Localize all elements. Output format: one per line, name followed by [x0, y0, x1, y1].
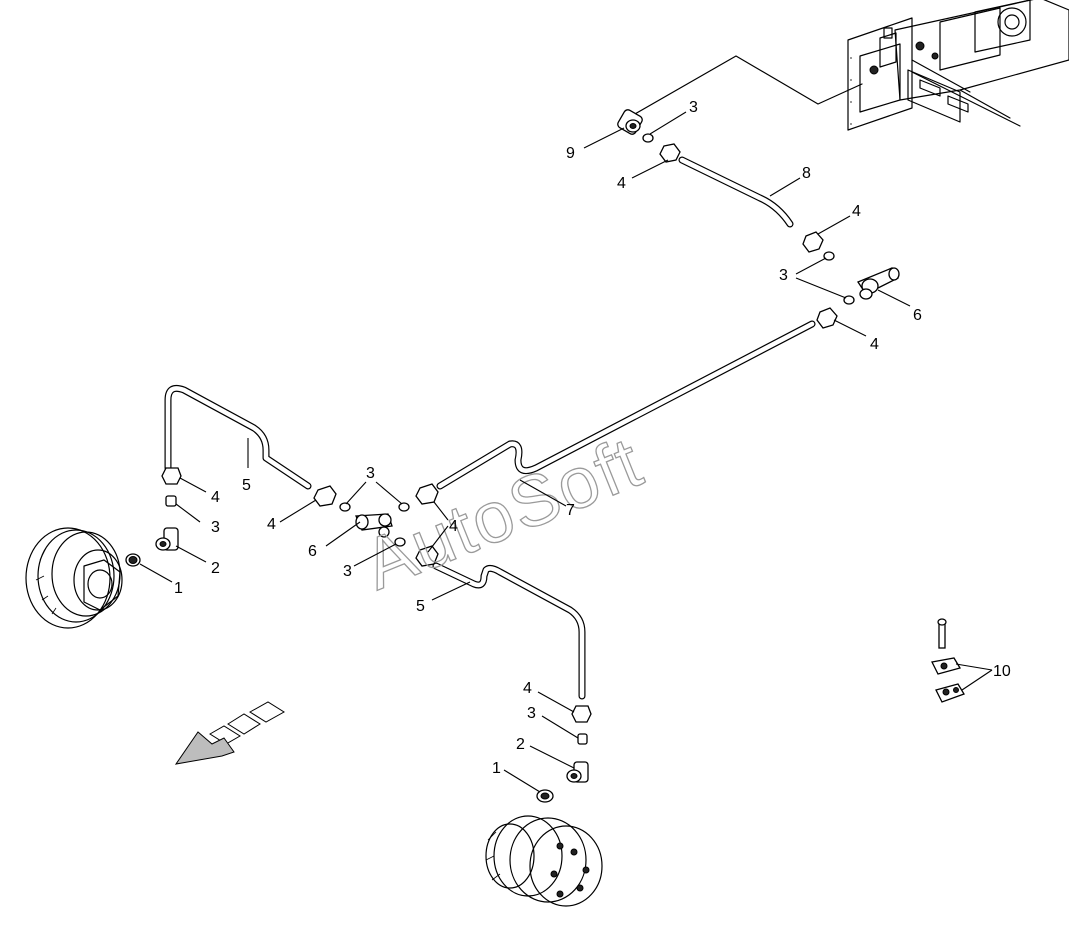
nut-4-right-top [802, 231, 824, 253]
label-3-mid-b: 3 [343, 563, 352, 580]
elbow-fitting-2-low [566, 761, 589, 783]
tee-fitting-6-right [857, 267, 900, 300]
direction-arrow-icon [174, 701, 285, 765]
label-4-left: 4 [211, 489, 220, 506]
seal-3-mid-a [339, 502, 351, 512]
label-2-low: 2 [516, 736, 525, 753]
pipe-5-lower [432, 562, 586, 700]
nut-4-mid-left [313, 485, 337, 507]
label-3-right: 3 [779, 267, 788, 284]
nut-4-right-bottom [816, 307, 838, 329]
label-2-left: 2 [211, 560, 220, 577]
label-4-mid-right: 4 [449, 518, 458, 535]
seal-3-right-a [823, 251, 835, 261]
travel-motor-bottom [485, 815, 603, 907]
pipe-8 [678, 156, 794, 228]
label-8-top: 8 [802, 165, 811, 182]
label-4-right-a: 4 [852, 203, 861, 220]
label-4-right-b: 4 [870, 336, 879, 353]
valve-assembly [847, 0, 1069, 131]
label-1-low: 1 [492, 760, 501, 777]
hose-line-top [627, 55, 863, 119]
seal-3-left [165, 495, 177, 507]
clamp-10 [931, 618, 965, 703]
label-9-top: 9 [566, 145, 575, 162]
pipe-5-upper [164, 384, 312, 490]
elbow-fitting-9 [617, 109, 643, 135]
label-3-low: 3 [527, 705, 536, 722]
adapter-1-left [125, 553, 141, 567]
label-4-mid-left: 4 [267, 516, 276, 533]
travel-motor-left [25, 527, 123, 629]
elbow-fitting-2-left [155, 527, 179, 551]
nut-4-top [659, 143, 681, 163]
label-5-left: 5 [242, 477, 251, 494]
label-3-mid: 3 [366, 465, 375, 482]
seal-3-low [577, 733, 588, 745]
label-4-low: 4 [523, 680, 532, 697]
label-1-left: 1 [174, 580, 183, 597]
label-4-top: 4 [617, 175, 626, 192]
callout-labels: 9 3 4 8 4 3 6 4 4 3 2 1 5 4 3 6 3 4 7 5 … [174, 99, 1011, 777]
label-6-mid: 6 [308, 543, 317, 560]
nut-4-left [161, 467, 182, 485]
adapter-1-low [536, 789, 554, 803]
seal-3-mid-c [394, 537, 406, 547]
seal-3-top [642, 133, 654, 143]
seal-3-mid-b [398, 502, 410, 512]
label-5-low: 5 [416, 598, 425, 615]
label-10-clamp: 10 [993, 663, 1011, 680]
nut-4-low [571, 705, 592, 723]
pipe-7 [436, 320, 816, 490]
label-7: 7 [566, 502, 575, 519]
label-3-top: 3 [689, 99, 698, 116]
label-6-right: 6 [913, 307, 922, 324]
tee-fitting-6-mid [355, 513, 393, 538]
leader-lines [139, 111, 993, 793]
label-3-left: 3 [211, 519, 220, 536]
seal-3-right-b [843, 295, 855, 305]
